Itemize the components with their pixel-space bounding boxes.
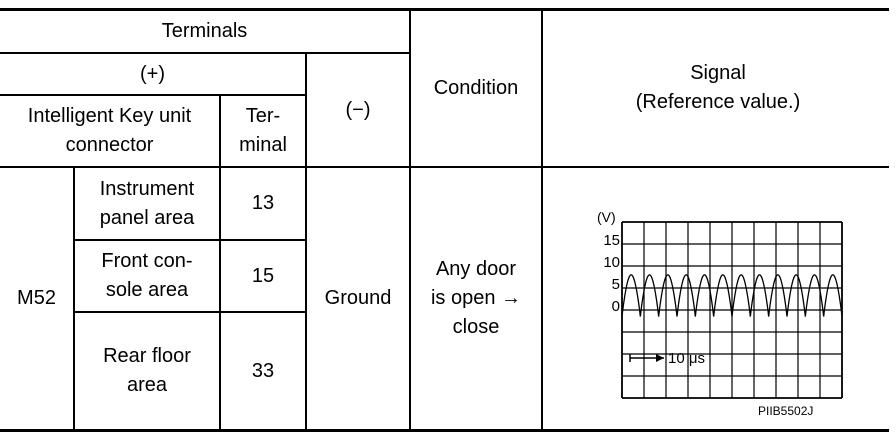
row-1-location: Instrument panel area xyxy=(99,177,195,229)
header-plus: (+) xyxy=(140,62,165,85)
figure-code: PIIB5502J xyxy=(758,404,813,418)
signal-waveform-graph: (V) 15 10 5 0 10 μs PIIB5502J xyxy=(597,209,843,418)
table-top-rule xyxy=(0,8,889,11)
header-terminals: Terminals xyxy=(161,20,248,42)
minus-value: Ground xyxy=(324,287,392,309)
row-3-terminal: 33 xyxy=(251,359,275,382)
row-3-location: Rear floor area xyxy=(103,345,191,396)
row-1-terminal: 13 xyxy=(251,192,275,214)
col-rule-signal xyxy=(541,10,543,430)
rule-row-2 xyxy=(74,311,306,313)
scope-waveform xyxy=(621,274,843,317)
header-terminal: Ter- minal xyxy=(239,105,287,156)
col-rule-terminal xyxy=(219,95,221,430)
y-tick-15: 15 xyxy=(603,232,620,249)
row-2-location: Front con- sole area xyxy=(101,250,193,301)
row-2-terminal: 15 xyxy=(251,264,275,287)
col-rule-connector xyxy=(73,167,75,430)
time-scale-label: 10 μs xyxy=(668,350,705,367)
col-rule-condition xyxy=(409,10,411,430)
y-tick-0: 0 xyxy=(612,298,620,315)
connector-value: M52 xyxy=(17,287,56,309)
header-minus: (−) xyxy=(345,98,371,121)
header-bottom-rule xyxy=(0,166,889,168)
rule-below-plus xyxy=(0,94,306,96)
header-signal: Signal (Reference value.) xyxy=(635,62,801,113)
header-connector: Intelligent Key unit connector xyxy=(27,105,192,156)
y-tick-5: 5 xyxy=(612,276,620,293)
col-rule-minus xyxy=(305,53,307,430)
rule-below-terminals xyxy=(0,52,410,54)
scope-grid xyxy=(621,221,843,399)
y-tick-10: 10 xyxy=(603,254,620,271)
condition-value: Any door is open → close xyxy=(430,258,522,338)
unit-label: (V) xyxy=(597,209,616,225)
rule-row-1 xyxy=(74,239,306,241)
time-scale-marker xyxy=(629,354,664,362)
table-bottom-rule xyxy=(0,429,889,432)
waveform-trace xyxy=(621,274,843,317)
header-condition: Condition xyxy=(433,77,519,99)
